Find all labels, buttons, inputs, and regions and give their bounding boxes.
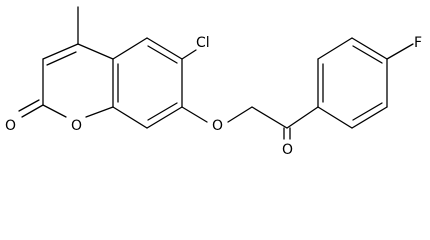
bond-c5-c6 [146, 37, 183, 60]
bond-c6-cl [181, 49, 197, 60]
structure-diagram: Cl F O O O O [5, 6, 422, 158]
bond-c8-c8a [112, 106, 148, 129]
bond-ar5-ar6-inner [352, 102, 383, 121]
bond-ar3-ar4 [351, 37, 388, 60]
bond-ch2-co [251, 106, 288, 129]
bond-ar6-ar1 [317, 106, 353, 129]
bond-c7-c8-inner [147, 102, 178, 121]
bond-c3-c4 [42, 43, 79, 60]
bond-c3-c4-inner [46, 51, 77, 66]
chlorine-label: Cl [196, 35, 210, 51]
bond-c5-c6-inner [147, 45, 178, 64]
ether-oxygen-label: O [212, 118, 223, 134]
bond-o1-c8a [85, 106, 114, 118]
ring-oxygen-label: O [71, 118, 82, 134]
bond-c7-o [181, 106, 208, 123]
bond-c2-carbonyl-double [18, 99, 40, 112]
bond-c2-carbonyl [21, 104, 44, 118]
bond-c4a-c5 [112, 37, 148, 60]
bonds [18, 6, 414, 140]
bond-o-ch2 [227, 106, 253, 123]
bond-ar3-ar4-inner [352, 45, 383, 64]
fluorine-label: F [414, 35, 422, 51]
bond-ar4-f [386, 43, 414, 60]
bond-ar2-ar3 [317, 37, 353, 60]
bond-co-aryl [286, 106, 319, 129]
lactone-carbonyl-oxygen-label: O [5, 118, 16, 134]
atom-labels: Cl F O O O O [5, 35, 422, 158]
bond-c4-c4a [77, 43, 114, 60]
bond-c7-c8 [146, 106, 183, 129]
ketone-oxygen-label: O [282, 142, 293, 158]
bond-c2-o1 [42, 104, 67, 118]
bond-ar5-ar6 [351, 106, 388, 129]
molecule-drawing: Cl F O O O O [5, 6, 422, 158]
